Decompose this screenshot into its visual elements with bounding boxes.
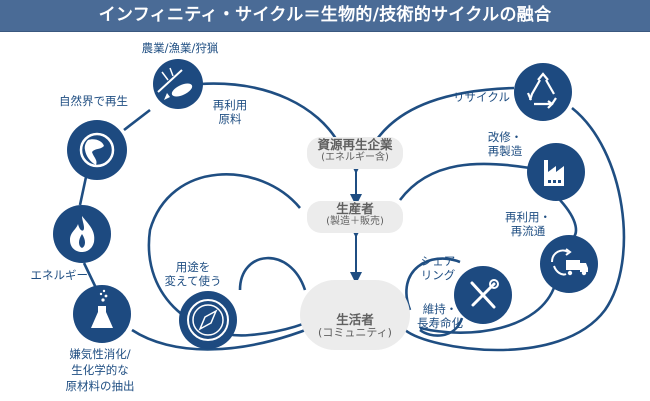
label-redistribute-line2: 再流通 [510,224,546,238]
label-repurpose-line1: 用途を [175,260,211,274]
node-nature [67,120,127,180]
label-extract-line1: 嫌気性消化/ [69,347,131,361]
recycle-icon [526,72,557,109]
title-bar: インフィニティ・サイクル＝生物的/技術的サイクルの融合 [0,0,650,32]
label-maintain-line1: 維持・ [422,302,458,316]
label-reuse-material: 再利用 原料 [205,98,255,126]
bio-link-extract-consumer [131,318,331,351]
bio-outer-arc [199,82,340,143]
label-redistribute: 再利用・ 再流通 [500,210,556,238]
compass-icon [187,299,229,341]
node-repurpose [179,291,237,349]
flame-icon [70,216,95,252]
label-reuse-material-line2: 原料 [218,112,242,126]
label-remanufacture: 改修・ 再製造 [480,130,530,158]
label-repurpose-line2: 変えて使う [164,274,222,288]
hub-consumer: 生活者 (コミュニティ) [300,280,410,350]
bio-mid-arc [147,173,336,337]
cycle-paths [78,82,626,352]
label-extract-line3: 原材料の抽出 [65,379,135,393]
globe-icon [79,132,115,168]
label-reuse-material-line1: 再利用 [212,98,248,112]
bio-link-agri-nature [123,108,151,132]
tech-outer-arc-top [373,86,515,143]
label-sharing-line2: リング [420,268,456,282]
bio-link-energy-extract [82,262,98,289]
node-recycle [514,63,572,121]
label-repurpose: 用途を 変えて使う [158,260,228,288]
label-remanufacture-line2: 再製造 [487,144,523,158]
bio-inner-arc [238,256,307,291]
label-energy: エネルギー [30,268,89,282]
tech-mid-arc [398,162,531,201]
label-recycle: リサイクル [453,90,510,104]
tools-icon [470,279,499,309]
truck-cycle-icon [551,248,588,276]
tech-outer-arc-right [404,106,626,352]
hub-resource-main: 資源再生企業 [317,137,393,152]
flask-icon [91,289,113,328]
node-energy [53,205,111,263]
tech-mid-arc-right [559,199,578,242]
label-nature: 自然界で再生 [59,94,128,108]
label-maintain-line2: 長寿命化 [417,316,463,330]
hub-resource-sub: (エネルギー含) [321,152,389,163]
factory-icon [544,160,564,186]
hub-producer-sub: (製造＋販売) [326,216,384,227]
label-redistribute-line1: 再利用・ [505,210,551,224]
node-redistribute [540,235,598,293]
diagram-title: インフィニティ・サイクル＝生物的/技術的サイクルの融合 [98,5,552,25]
tech-mid-arc-lower [419,284,557,334]
hub-consumer-sub: (コミュニティ) [318,326,392,339]
label-extract: 嫌気性消化/ 生化学的な 原材料の抽出 [40,346,160,394]
label-sharing-line1: シェア [420,254,456,268]
fish-plant-icon [157,67,193,100]
maintain-loop [419,317,464,337]
sharing-loop [405,257,461,311]
hub-resource-recycler: 資源再生企業 (エネルギー含) [307,137,403,169]
hub-producer-main: 生産者 [336,201,374,216]
label-maintain: 維持・ 長寿命化 [412,302,468,330]
label-agri: 農業/漁業/狩猟 [141,41,219,55]
label-extract-line2: 生化学的な [71,363,129,377]
label-sharing: シェア リング [418,254,458,282]
node-maintain [454,266,512,324]
hub-consumer-main: 生活者 [336,312,374,327]
bio-link-nature-energy [78,176,88,206]
node-remanufacture [527,143,585,201]
hub-producer: 生産者 (製造＋販売) [307,201,403,233]
node-agri [153,59,203,109]
node-extract [73,285,131,343]
label-remanufacture-line1: 改修・ [487,130,523,144]
